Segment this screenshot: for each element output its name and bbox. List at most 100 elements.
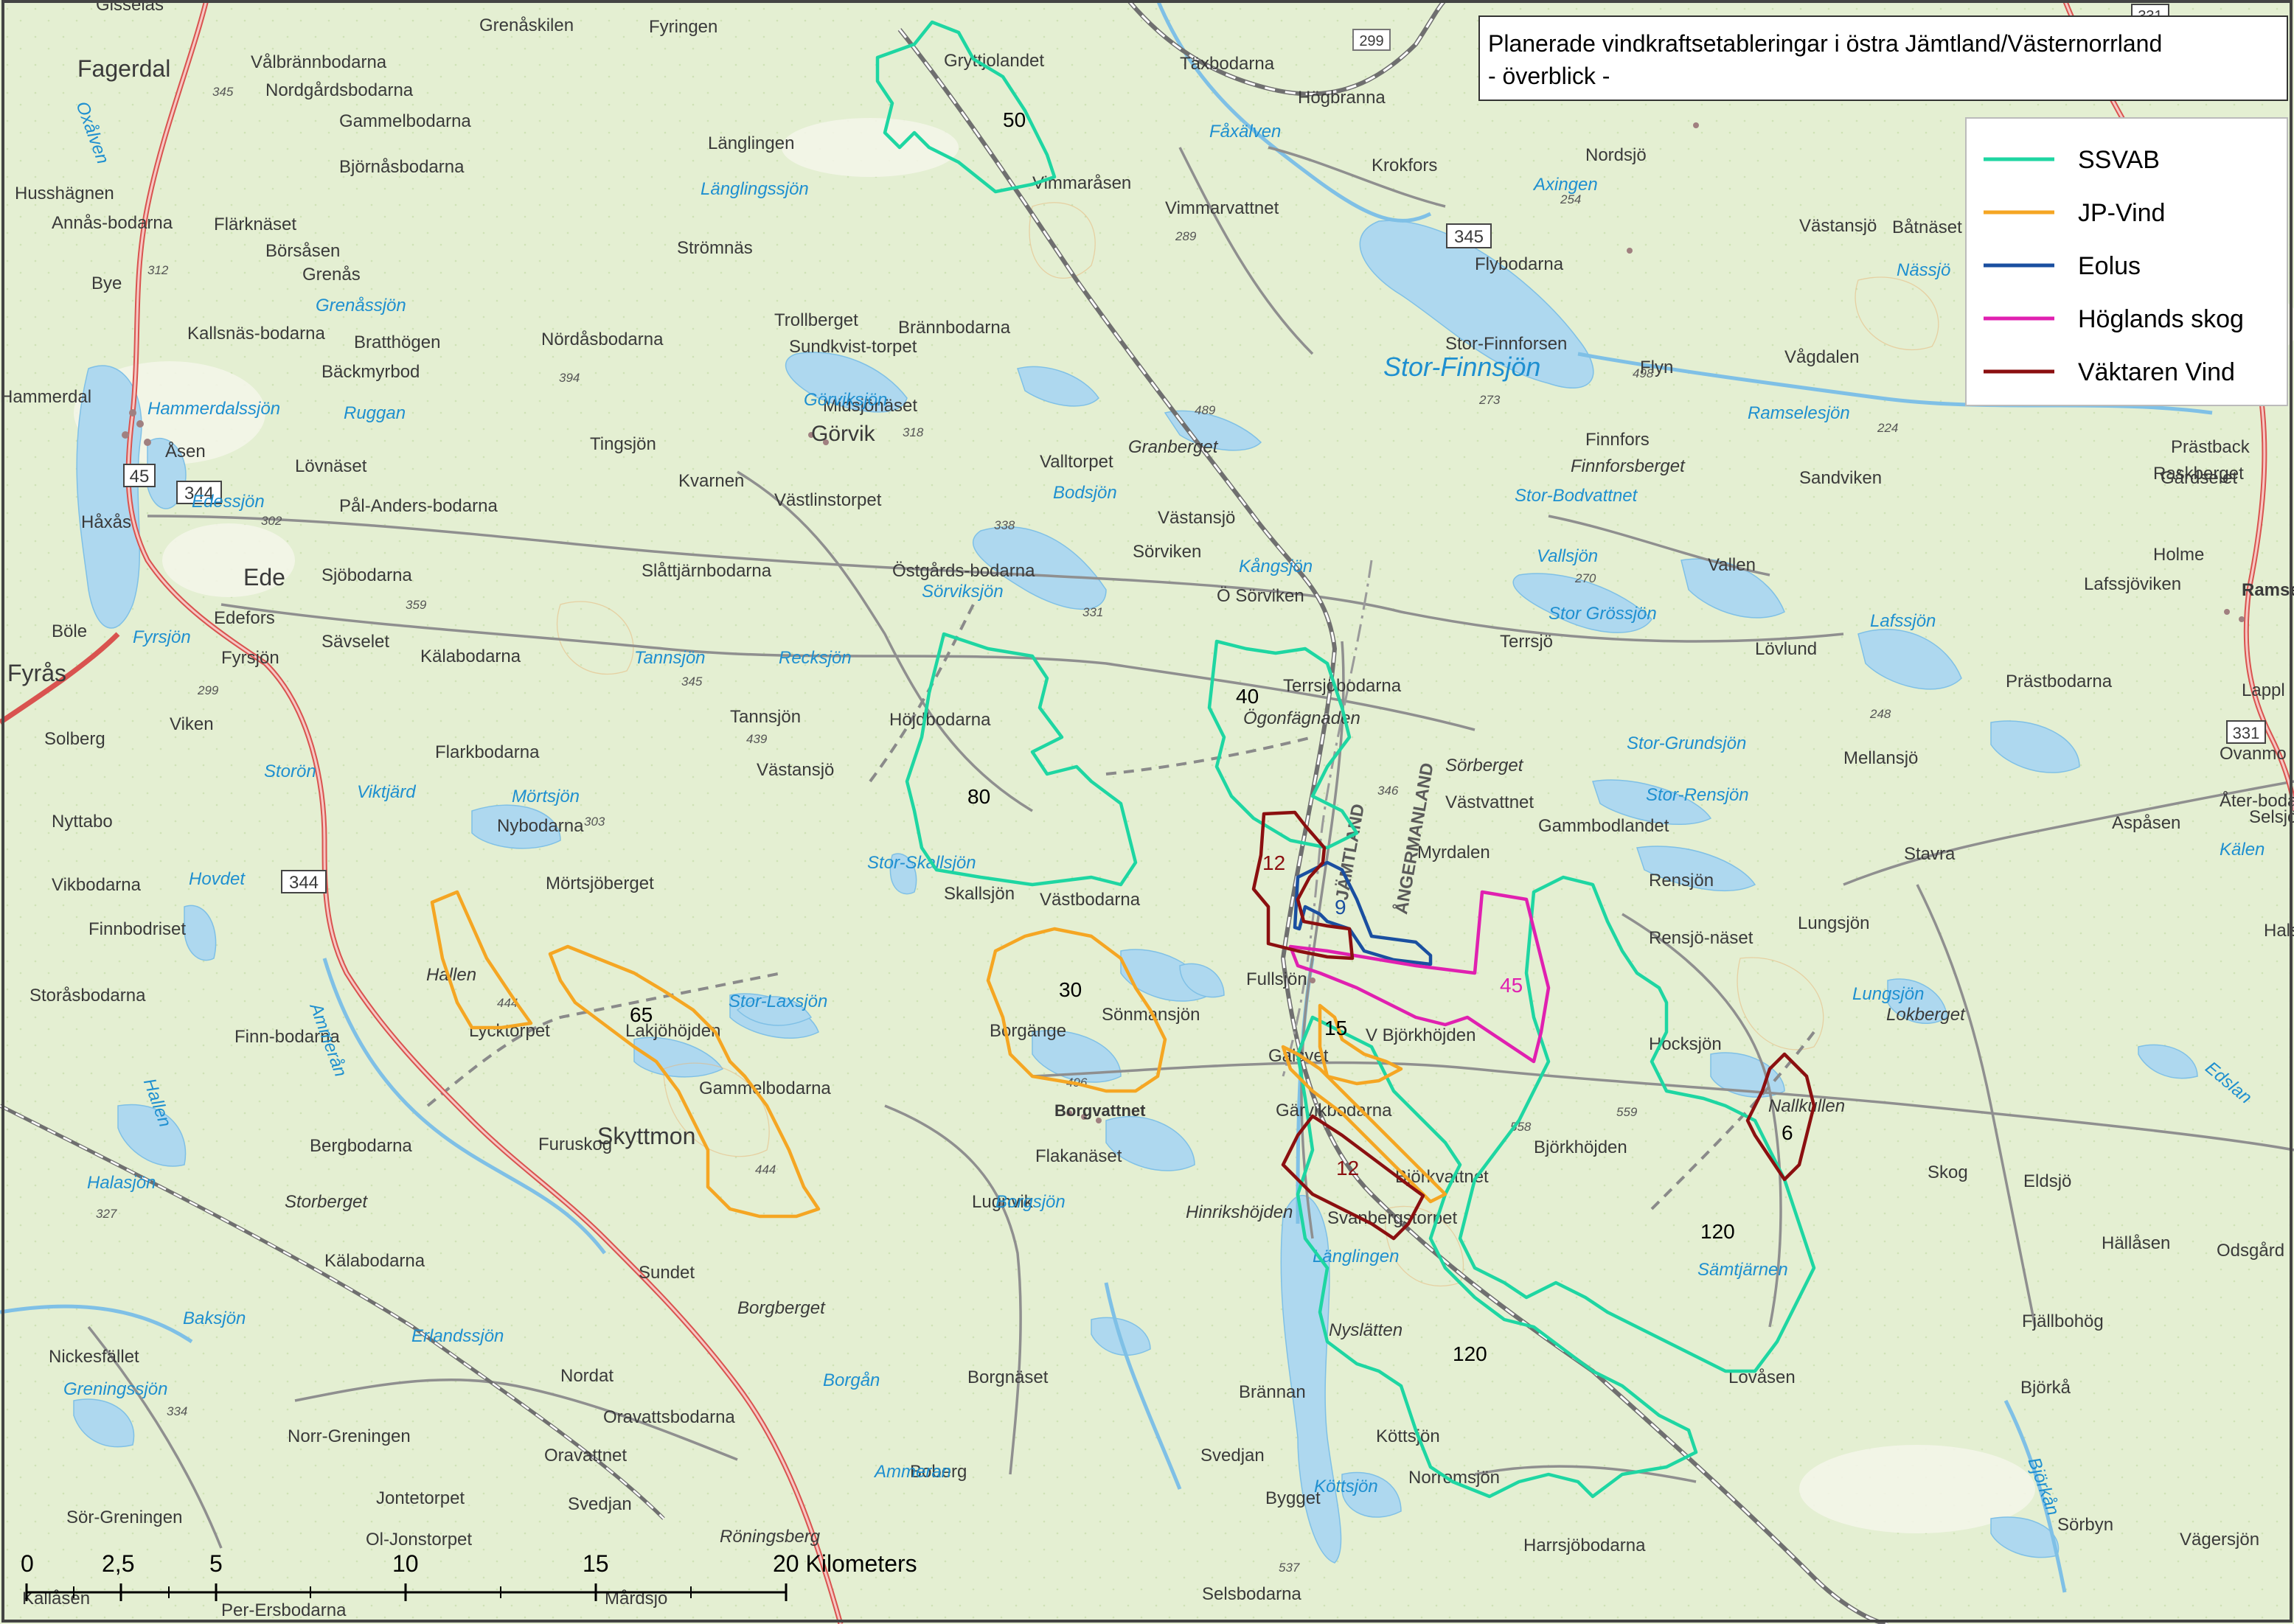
svg-text:345: 345 [1454, 227, 1484, 247]
scale-tick: 20 Kilometers [773, 1550, 917, 1577]
water-name: Stor-Rensjön [1646, 785, 1749, 805]
place-name: Lakjöhöjden [625, 1021, 720, 1041]
place-name: Terrsjöbodarna [1283, 676, 1402, 696]
area-label: 12 [1336, 1157, 1359, 1179]
svg-text:299: 299 [1359, 33, 1383, 49]
legend-item-hoglands-skog: Höglands skog [1984, 305, 2244, 333]
spot-height: 289 [1175, 229, 1197, 243]
place-name: Finnforsberget [1571, 456, 1686, 476]
place-name: Flärknäset [214, 215, 296, 234]
svg-text:Höglands skog: Höglands skog [2078, 305, 2244, 333]
place-name: Mellansjö [1843, 748, 1918, 768]
place-name: Per-Ersbodarna [221, 1600, 347, 1620]
title-box: Planerade vindkraftsetableringar i östra… [1478, 15, 2288, 101]
road-shield: 344 [281, 870, 327, 893]
legend-item-vaktaren-vind: Väktaren Vind [1984, 358, 2235, 386]
place-name: Finnfors [1585, 430, 1650, 450]
place-name: Selsjö [2249, 807, 2294, 827]
place-name: Görvik [811, 422, 876, 446]
place-name: Boberg [910, 1462, 967, 1482]
place-name: Valltorpet [1040, 452, 1113, 472]
area-jpvind-30 [986, 927, 1167, 1093]
place-name: Åsen [165, 441, 206, 461]
place-name: Sör-Greningen [66, 1508, 182, 1527]
place-name: Oravattnet [544, 1446, 627, 1466]
area-ssvab-40 [1207, 639, 1359, 850]
place-name: Västansjö [1158, 508, 1235, 528]
water-name: Kälen [2220, 840, 2265, 860]
place-name: Husshägnen [15, 184, 114, 203]
place-name: Nordsjö [1585, 145, 1647, 165]
legend-item-jpvind: JP-Vind [1984, 199, 2165, 227]
place-name: Kallsnäs-bodarna [187, 324, 325, 344]
place-name: Finn-bodarna [234, 1027, 340, 1047]
place-name: Halsviken [2264, 921, 2294, 941]
place-name: Lungsjön [1798, 913, 1869, 933]
place-name: Sörberget [1445, 756, 1524, 776]
place-name: Storberget [285, 1192, 368, 1212]
place-name: Sandviken [1799, 468, 1882, 488]
place-name: Rensjö-näset [1649, 928, 1753, 948]
water-labels: Oxålven Fåxälven Axingen Länglingssjön G… [63, 99, 2265, 1518]
place-name: Nordgårdsbodarna [265, 80, 414, 100]
place-name: Västansjö [757, 760, 834, 780]
water-name: Görviksjön [804, 390, 887, 410]
water-name: Bodsjön [1053, 483, 1117, 503]
spot-height: 270 [1574, 571, 1596, 585]
water-name: Borgsjön [995, 1192, 1066, 1212]
road-shield: 331 [2226, 720, 2266, 744]
area-hoglands-45 [1288, 890, 1551, 1064]
water-name: Stor-Finnsjön [1383, 352, 1540, 382]
spot-height: 559 [1616, 1105, 1638, 1119]
water-name: Hovdet [189, 869, 246, 889]
spot-height: 303 [584, 815, 605, 829]
place-name: Holme [2153, 545, 2204, 565]
place-name: Ol-Jonstorpet [366, 1530, 472, 1550]
water-name: Nässjö [1897, 260, 1950, 280]
water-name: Ramselesjön [1748, 403, 1850, 423]
place-name: Fyrås [7, 660, 66, 686]
place-name: Strömnäs [677, 238, 753, 258]
place-name: Hammerdal [0, 387, 91, 407]
place-name: Västlinstorpet [774, 490, 882, 510]
place-name: Flyn [1640, 358, 1673, 377]
area-labels: 50 80 40 120 120 65 30 15 9 45 12 12 6 [630, 108, 1793, 1365]
area-label: 120 [1700, 1220, 1735, 1243]
area-label: 65 [630, 1003, 653, 1026]
area-vaktaren-6 [1745, 1052, 1816, 1182]
place-name: Mörtsjöberget [546, 874, 654, 893]
place-name: Båtnäset [1892, 217, 1962, 237]
place-name: Svedjan [1200, 1446, 1265, 1466]
water-name: Borgån [823, 1370, 880, 1390]
place-name: Gammbodlandet [1538, 816, 1669, 836]
place-name: Nybodarna [497, 816, 584, 836]
road-shield: 299 [1352, 29, 1391, 51]
wind-areas [430, 20, 1816, 1499]
place-name: Sjöbodarna [321, 565, 412, 585]
legend-item-ssvab: SSVAB [1984, 146, 2160, 174]
area-vaktaren-12b [1281, 1114, 1425, 1241]
place-name: Nordat [560, 1366, 614, 1386]
place-name: Brännan [1239, 1382, 1306, 1402]
water-name: Hammerdalssjön [147, 399, 280, 419]
place-name: Björkå [2020, 1378, 2071, 1398]
place-name: Kälabodarna [324, 1251, 425, 1271]
spot-height: 345 [681, 675, 703, 689]
place-name: Tannsjön [730, 707, 801, 727]
place-name: Nyslätten [1329, 1320, 1403, 1340]
place-name: Ö Sörviken [1217, 586, 1304, 606]
water-name: Stor-Grundsjön [1627, 733, 1746, 753]
water-name: Länglingen [1313, 1247, 1399, 1266]
scale-tick: 2,5 [102, 1550, 134, 1577]
area-label: 45 [1500, 974, 1523, 997]
place-name: Nyttabo [52, 812, 113, 832]
water-name: Viktjärd [357, 782, 416, 802]
water-name: Halasjön [87, 1173, 156, 1193]
place-name: Fyringen [649, 17, 717, 37]
area-ssvab-50 [875, 20, 1057, 194]
place-name: Vågdalen [1784, 347, 1859, 367]
spot-height: 537 [1279, 1561, 1300, 1575]
place-name: Stavra [1904, 844, 1956, 864]
scale-tick: 5 [209, 1550, 223, 1577]
